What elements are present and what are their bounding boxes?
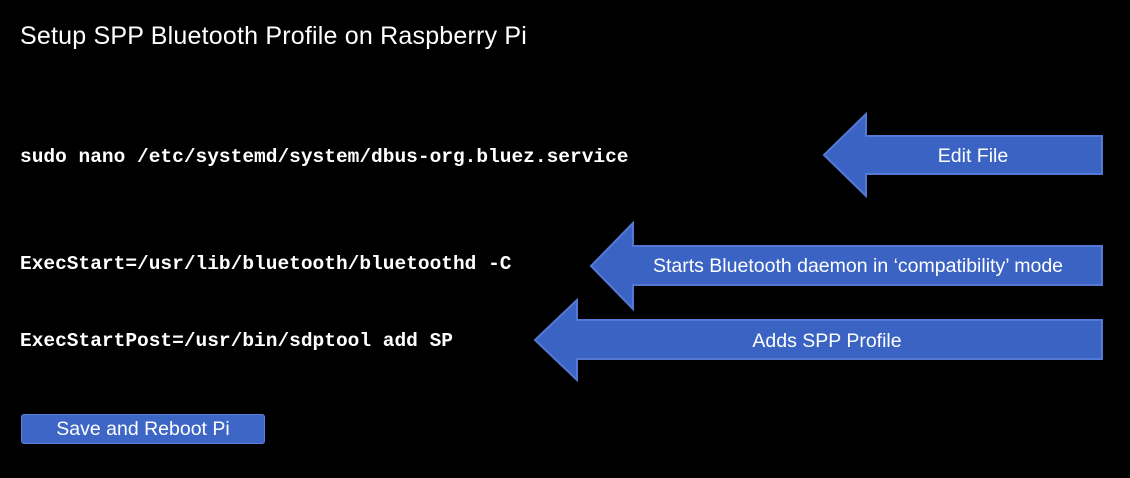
arrow-label-spp-profile: Adds SPP Profile — [752, 329, 902, 352]
left-arrow-icon — [533, 298, 1103, 382]
left-arrow-icon — [822, 112, 1103, 198]
command-execstartpost: ExecStartPost=/usr/bin/sdptool add SP — [20, 330, 453, 352]
save-and-reboot-button[interactable]: Save and Reboot Pi — [21, 414, 265, 444]
slide-title: Setup SPP Bluetooth Profile on Raspberry… — [20, 22, 528, 50]
command-edit-file: sudo nano /etc/systemd/system/dbus-org.b… — [20, 146, 629, 168]
command-execstart: ExecStart=/usr/lib/bluetooth/bluetoothd … — [20, 253, 512, 275]
left-arrow-icon — [589, 221, 1103, 311]
arrow-label-edit-file: Edit File — [937, 144, 1009, 167]
arrow-label-compatibility: Starts Bluetooth daemon in ‘compatibilit… — [652, 254, 1064, 277]
